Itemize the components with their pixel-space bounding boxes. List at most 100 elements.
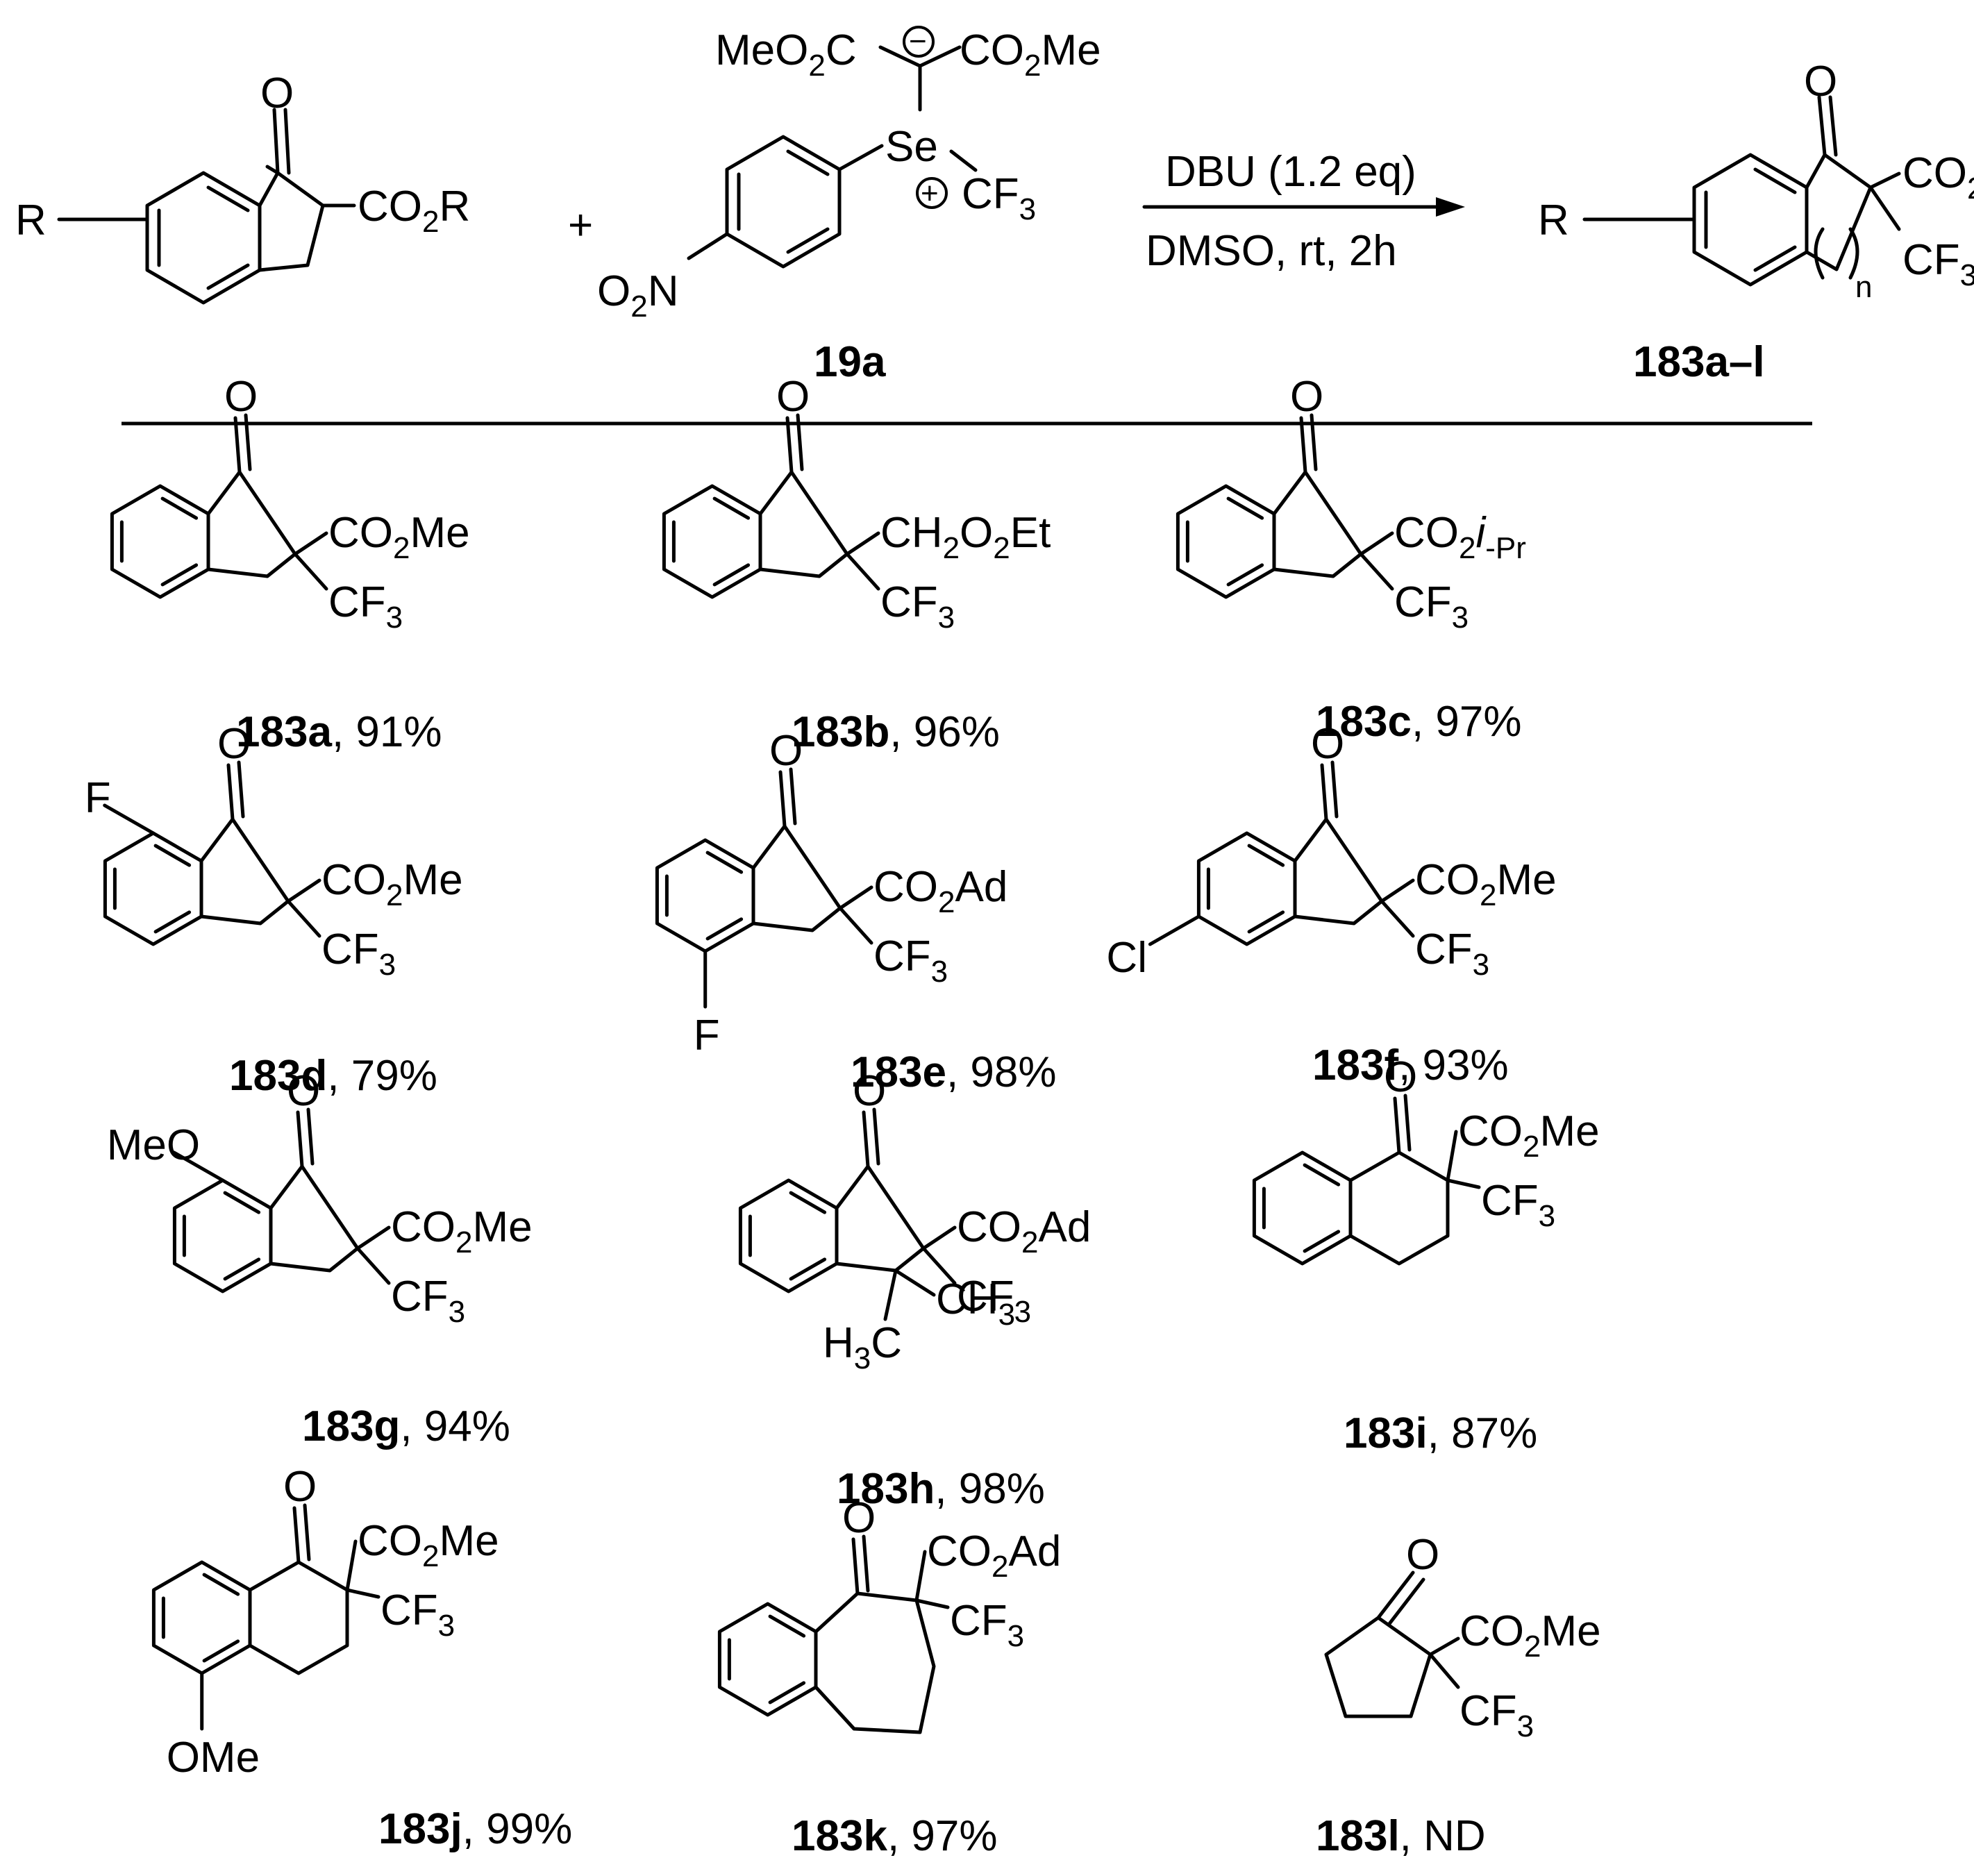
- bond: [226, 763, 235, 821]
- bond: [1176, 484, 1276, 599]
- bond: [738, 1178, 839, 1293]
- ketone-o: O: [776, 373, 810, 421]
- bond: [894, 1268, 936, 1297]
- bond: [206, 470, 297, 578]
- bond: [1299, 416, 1307, 474]
- ketone-o: O: [1384, 1053, 1417, 1101]
- bond: [838, 885, 873, 910]
- product-structure: [1582, 95, 1901, 287]
- bond: [1196, 831, 1297, 946]
- bond: [789, 1191, 827, 1214]
- bond: [768, 1614, 806, 1638]
- substrate-ketone-o: O: [260, 69, 294, 117]
- substrate-ring-r: R: [15, 196, 47, 244]
- ketone-o: O: [853, 1067, 886, 1115]
- product-ring-r: R: [1538, 196, 1569, 244]
- plus-sign: +: [568, 201, 593, 249]
- substituent-1: CO2i-Pr: [1394, 509, 1526, 565]
- bond: [1428, 1636, 1460, 1689]
- bond: [768, 1681, 806, 1705]
- bond: [712, 563, 751, 587]
- cf3-group: CF3: [328, 578, 403, 635]
- bond: [237, 760, 245, 819]
- bond: [345, 1539, 358, 1592]
- bond: [921, 1225, 957, 1250]
- compound-caption: 183d, 79%: [229, 1052, 437, 1100]
- aryl-substituent: F: [694, 1012, 720, 1060]
- aryl-substituent: F: [85, 774, 111, 822]
- bond: [1320, 763, 1328, 821]
- ester-group: CO2Me: [1459, 1607, 1601, 1664]
- bond: [1252, 1150, 1353, 1266]
- substituent-1: CO2Ad: [873, 863, 1007, 919]
- bond: [199, 817, 290, 926]
- carbanion-charge-circle: [903, 26, 935, 58]
- bond: [223, 1257, 261, 1281]
- bond: [1359, 552, 1394, 591]
- compound-caption: 183a, 91%: [236, 708, 442, 756]
- substituent-1: CO2Me: [321, 856, 463, 912]
- conditions-line1: DBU (1.2 eq): [1165, 148, 1416, 196]
- bond: [151, 1560, 252, 1675]
- compound-caption: 183i, 87%: [1344, 1409, 1537, 1457]
- substituent-1: CO2Me: [328, 509, 470, 565]
- bond: [296, 1110, 304, 1169]
- bond: [293, 552, 328, 591]
- bond: [758, 470, 849, 578]
- aryl-substituent: Cl: [1106, 934, 1147, 982]
- carbanion-minus: −: [909, 24, 927, 58]
- cf3-group: CF3: [957, 1273, 1031, 1329]
- bond: [838, 906, 873, 945]
- bond: [1324, 1616, 1432, 1718]
- bond: [814, 1591, 936, 1734]
- conditions-line2: DMSO, rt, 2h: [1146, 227, 1397, 275]
- reagent-se: Se: [885, 123, 938, 171]
- bond: [705, 851, 744, 874]
- bond: [345, 1588, 380, 1599]
- bond: [110, 484, 210, 599]
- bond: [1226, 563, 1264, 587]
- bond: [914, 1598, 950, 1609]
- product-cf3: CF3: [1902, 236, 1974, 292]
- ketone-o: O: [1311, 720, 1344, 768]
- bond: [233, 416, 242, 474]
- bond: [862, 1534, 870, 1593]
- ketone-o: O: [842, 1494, 876, 1542]
- bond: [1393, 1096, 1401, 1155]
- methyl-1: CH3: [936, 1275, 1015, 1332]
- bond: [778, 770, 787, 828]
- ketone-o: O: [1406, 1531, 1439, 1579]
- substituent-1: CO2Me: [358, 1517, 499, 1573]
- bond: [835, 1164, 926, 1273]
- reagent-cf3: CF3: [962, 170, 1036, 226]
- bond: [1403, 1094, 1412, 1152]
- bond: [1380, 899, 1415, 938]
- methyl-2: H3C: [823, 1319, 902, 1375]
- bond: [1310, 413, 1318, 471]
- compound-caption: 183j, 99%: [378, 1805, 572, 1853]
- substituent-1: CH2O2Et: [880, 509, 1051, 565]
- selenonium-charge-circle: [916, 177, 948, 209]
- bond: [103, 831, 203, 946]
- selenonium-plus: +: [921, 176, 939, 210]
- bond: [712, 496, 751, 520]
- reagent-nitro: O2N: [597, 267, 679, 324]
- bond: [356, 1246, 391, 1285]
- bond: [286, 878, 321, 903]
- substituent-1: CO2Me: [391, 1203, 533, 1259]
- product-ester: CO2R: [1902, 149, 1974, 206]
- ketone-o: O: [217, 720, 251, 768]
- bond: [356, 1225, 391, 1250]
- bond: [785, 416, 794, 474]
- reagent-right-ester: CO2Me: [960, 26, 1101, 83]
- cf3-group: CF3: [391, 1273, 465, 1329]
